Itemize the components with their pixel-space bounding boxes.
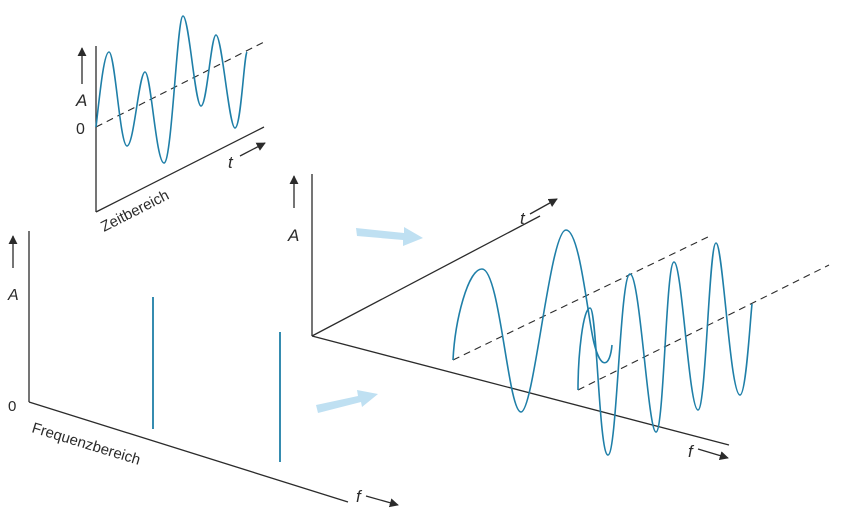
frequency-domain-frequency-label: f [356, 487, 363, 506]
frequency-domain-zero-label: 0 [8, 398, 16, 415]
transition-arrow-icon [356, 227, 423, 246]
transition-arrows [316, 227, 423, 413]
combined-frequency-axis [311, 335, 730, 446]
frequency-domain-caption: Frequenzbereich [30, 420, 143, 469]
time-domain-signal-wave [95, 15, 248, 164]
time-domain-amplitude-label: A [75, 91, 87, 110]
frequency-domain-panel: A 0 Frequenzbereich f [7, 231, 399, 508]
frequency-domain-amplitude-label: A [7, 287, 19, 304]
time-domain-zero-line [95, 41, 265, 128]
time-domain-time-label: t [228, 153, 234, 172]
low-frequency-wave [452, 229, 613, 413]
time-domain-time-axis [95, 126, 265, 213]
arrow-right-icon [239, 142, 266, 157]
combined-time-axis [311, 215, 541, 337]
zero-line-high-frequency [577, 264, 830, 391]
combined-time-label: t [520, 209, 526, 228]
combined-amplitude-label: A [287, 226, 299, 245]
combined-panel: A t f [287, 174, 830, 461]
arrow-right-icon [365, 495, 399, 508]
zero-line-low-frequency [452, 234, 713, 361]
combined-frequency-label: f [688, 442, 695, 461]
transition-arrow-icon [316, 390, 378, 413]
time-domain-caption: Zeitbereich [98, 187, 172, 236]
arrow-right-icon [697, 448, 729, 461]
time-domain-zero-label: 0 [76, 121, 85, 138]
frequency-domain-frequency-axis [28, 401, 349, 503]
high-frequency-wave [577, 242, 753, 456]
time-domain-panel: A 0 t Zeitbereich [75, 15, 266, 236]
arrow-right-icon [529, 198, 558, 215]
